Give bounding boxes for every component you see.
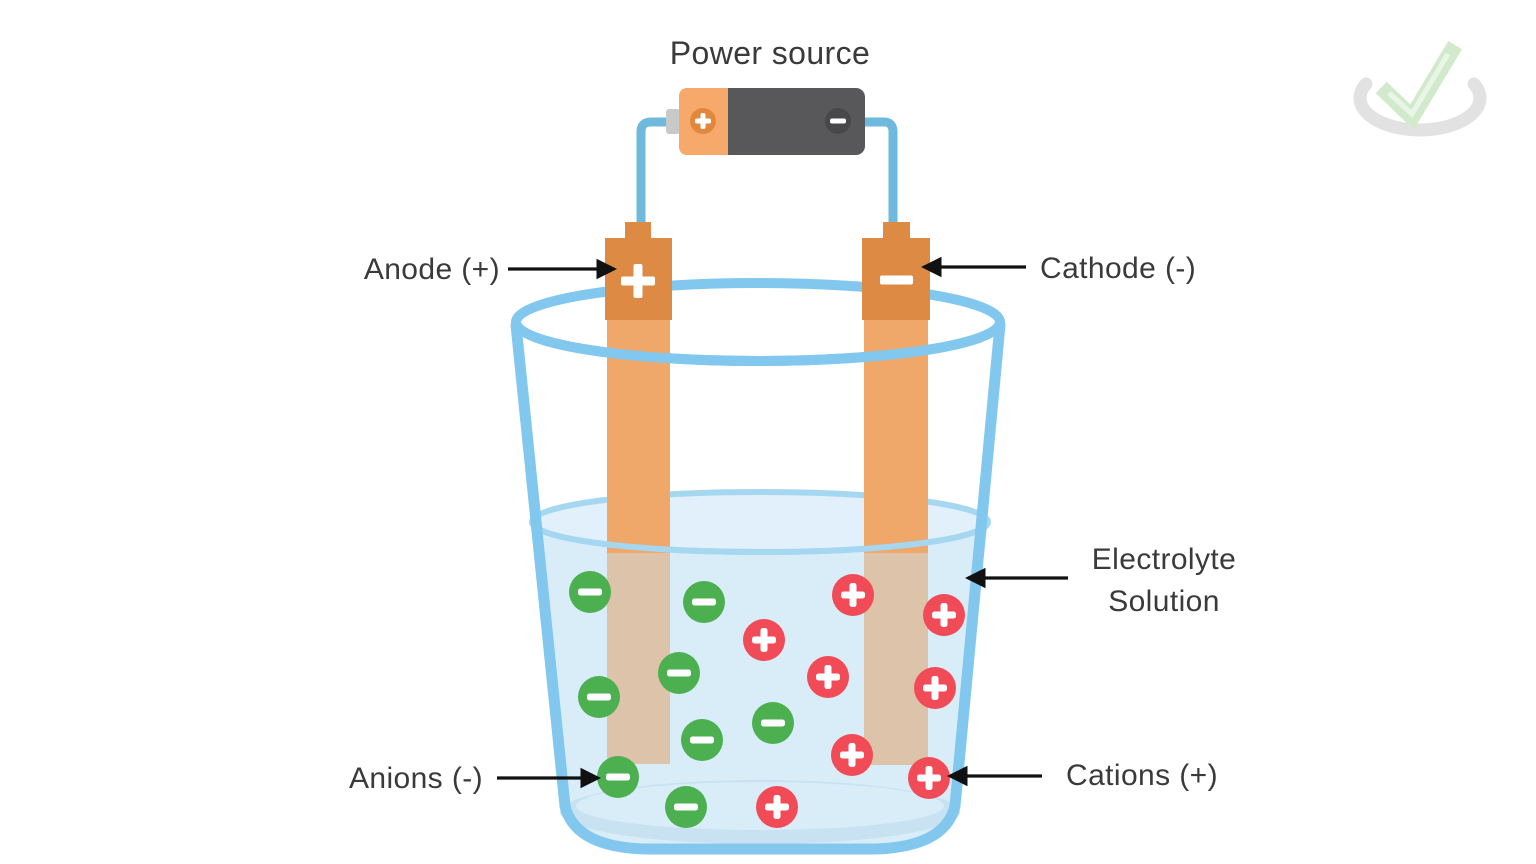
anode-label: Anode (+)	[363, 253, 500, 286]
ions	[569, 571, 965, 828]
beaker-rim-front	[511, 321, 1005, 366]
anion-icon	[569, 571, 611, 613]
power-source-label: Power source	[669, 35, 871, 71]
wires	[636, 117, 898, 226]
battery-icon	[666, 88, 865, 155]
battery-minus-bar	[830, 118, 846, 124]
anion-icon	[681, 719, 723, 761]
anions-label: Anions (-)	[348, 762, 483, 795]
cation-icon	[908, 757, 950, 799]
electrolyte-solution-label: Electrolyte Solution	[1091, 543, 1237, 618]
logo-checkmark-highlight	[1387, 52, 1451, 118]
cation-icon	[923, 594, 965, 636]
cation-icon	[914, 667, 956, 709]
anion-icon	[597, 756, 639, 798]
battery-terminal-nub	[666, 109, 680, 134]
beaker-front	[510, 319, 1006, 855]
arrows	[497, 256, 1068, 789]
cathode-minus-icon	[880, 275, 913, 285]
cathode-tab	[883, 222, 910, 242]
battery-plus-bar-v	[700, 113, 706, 129]
water-surface-front-edge	[529, 521, 991, 555]
cathode-label: Cathode (-)	[1040, 252, 1197, 285]
anode-plus-icon-v	[633, 264, 643, 298]
cation-icon	[756, 786, 798, 828]
beaker-walls-outline	[510, 319, 1006, 855]
cation-icon	[743, 619, 785, 661]
anode-tab	[625, 222, 651, 242]
anion-icon	[665, 786, 707, 828]
cations-label: Cations (+)	[1066, 759, 1218, 792]
anion-icon	[752, 702, 794, 744]
anion-icon	[683, 581, 725, 623]
anode-submerged	[607, 553, 670, 764]
anion-icon	[578, 676, 620, 718]
wire-left	[636, 117, 672, 226]
anion-icon	[658, 652, 700, 694]
cation-icon	[807, 656, 849, 698]
logo-swoosh-arc	[1353, 77, 1487, 137]
cation-icon	[831, 734, 873, 776]
wire-right	[862, 117, 898, 226]
watermark-logo	[1353, 41, 1487, 137]
cathode-submerged	[864, 553, 928, 765]
cation-icon	[832, 574, 874, 616]
